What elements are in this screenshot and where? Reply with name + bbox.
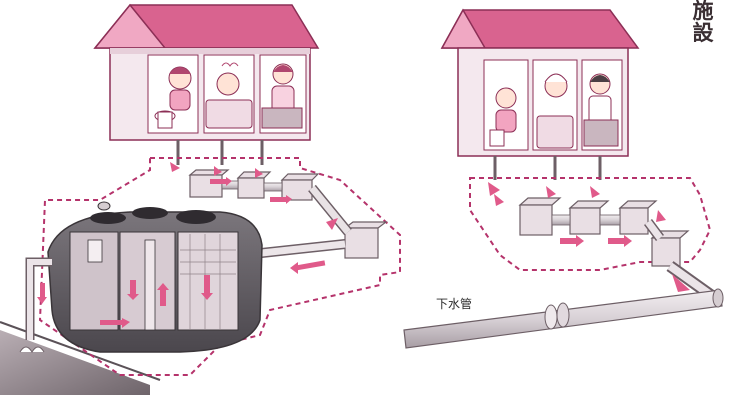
flow-arrows-right <box>488 182 690 292</box>
right-dashed-boundary <box>469 177 712 271</box>
side-vertical-label: 施 設 <box>688 0 718 44</box>
person-kitchen-right <box>583 73 619 147</box>
flow-arrows-left <box>37 162 338 328</box>
sewer-main-pipe <box>403 288 724 349</box>
person-toilet <box>154 66 192 129</box>
side-label-char-2: 設 <box>692 21 714 45</box>
ground-slope <box>0 330 150 395</box>
side-label-char-1: 施 <box>692 0 714 23</box>
person-bath <box>205 62 253 129</box>
sewer-pipe-label: 下水管 <box>436 297 473 311</box>
right-system <box>403 8 724 349</box>
septic-tank <box>47 201 263 353</box>
person-kitchen <box>261 63 303 129</box>
left-system <box>0 3 401 395</box>
house-right <box>440 8 640 180</box>
house-left <box>93 3 320 165</box>
person-toilet-right <box>489 87 517 147</box>
person-bath-right <box>536 73 574 149</box>
inspection-boxes-right <box>518 197 716 301</box>
